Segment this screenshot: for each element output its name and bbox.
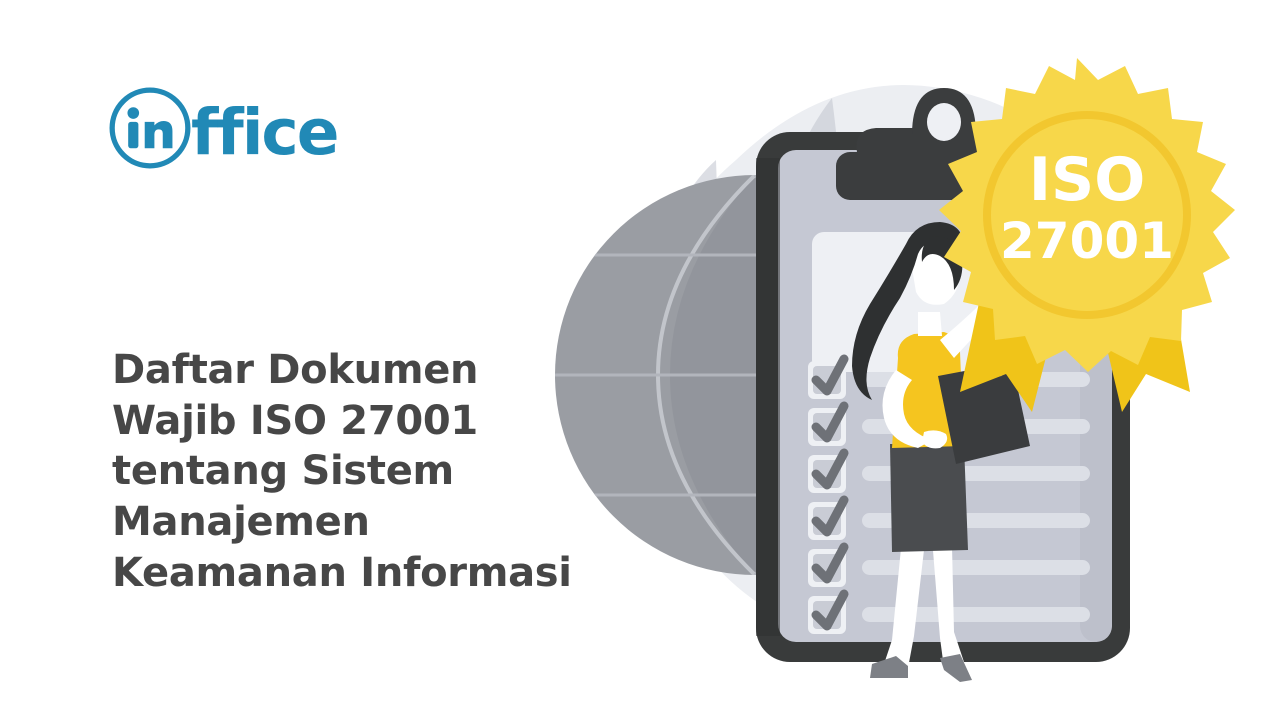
page-title: Daftar Dokumen Wajib ISO 27001 tentang S… xyxy=(112,346,572,596)
checkbox-checked-icon xyxy=(808,589,849,634)
badge-line-1: ISO xyxy=(1029,145,1146,215)
rosette-badge-icon: ISO 27001 xyxy=(939,58,1235,412)
iso-27001-checklist-illustration: ISO 27001 xyxy=(540,40,1240,700)
checkbox-checked-icon xyxy=(808,401,849,446)
checkbox-checked-icon xyxy=(808,542,849,587)
brand-logo[interactable]: ffice xyxy=(106,82,339,174)
checklist-line xyxy=(862,560,1090,575)
brand-logo-word: ffice xyxy=(191,95,339,169)
checklist-line xyxy=(862,607,1090,622)
in-circle-icon xyxy=(109,87,191,169)
checkbox-checked-icon xyxy=(808,448,849,493)
checkbox-checked-icon xyxy=(808,495,849,540)
badge-line-2: 27001 xyxy=(1000,212,1174,270)
checkbox-checked-icon xyxy=(808,354,849,399)
